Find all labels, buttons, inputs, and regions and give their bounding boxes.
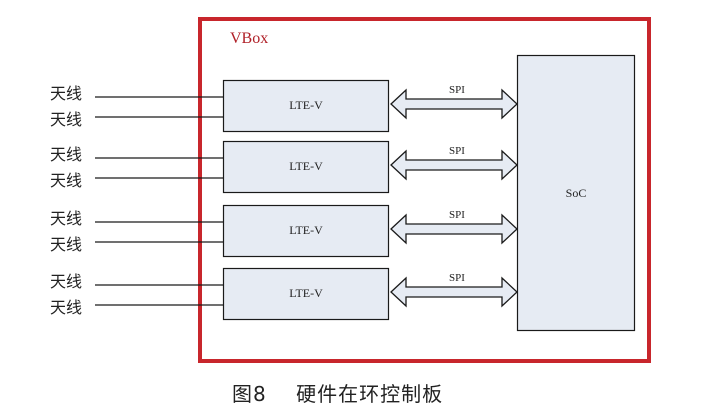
- soc-block: [516, 54, 636, 332]
- antenna-label: 天线: [50, 298, 83, 317]
- spi-label: SPI: [449, 145, 465, 157]
- lte-v-module: [222, 140, 390, 194]
- lte-v-module: [222, 79, 390, 133]
- spi-double-arrow: [390, 276, 518, 308]
- spi-double-arrow: [390, 213, 518, 245]
- antenna-label: 天线: [50, 209, 83, 228]
- lte-v-label: LTE-V: [289, 286, 323, 300]
- vbox-title: VBox: [230, 30, 269, 47]
- lte-v-label: LTE-V: [289, 223, 323, 237]
- spi-label: SPI: [449, 84, 465, 96]
- lte-v-module: [222, 267, 390, 321]
- vbox-frame: [198, 17, 651, 363]
- antenna-label: 天线: [50, 145, 83, 164]
- lte-v-module: [222, 204, 390, 258]
- spi-double-arrow: [390, 149, 518, 181]
- antenna-label: 天线: [50, 171, 83, 190]
- spi-label: SPI: [449, 209, 465, 221]
- soc-label: SoC: [565, 186, 587, 200]
- antenna-label: 天线: [50, 110, 83, 129]
- antenna-label: 天线: [50, 272, 83, 291]
- figure-caption: 图8 硬件在环控制板: [232, 382, 444, 406]
- spi-label: SPI: [449, 272, 465, 284]
- spi-double-arrow: [390, 88, 518, 120]
- antenna-label: 天线: [50, 84, 83, 103]
- antenna-label: 天线: [50, 235, 83, 254]
- lte-v-label: LTE-V: [289, 159, 323, 173]
- lte-v-label: LTE-V: [289, 98, 323, 112]
